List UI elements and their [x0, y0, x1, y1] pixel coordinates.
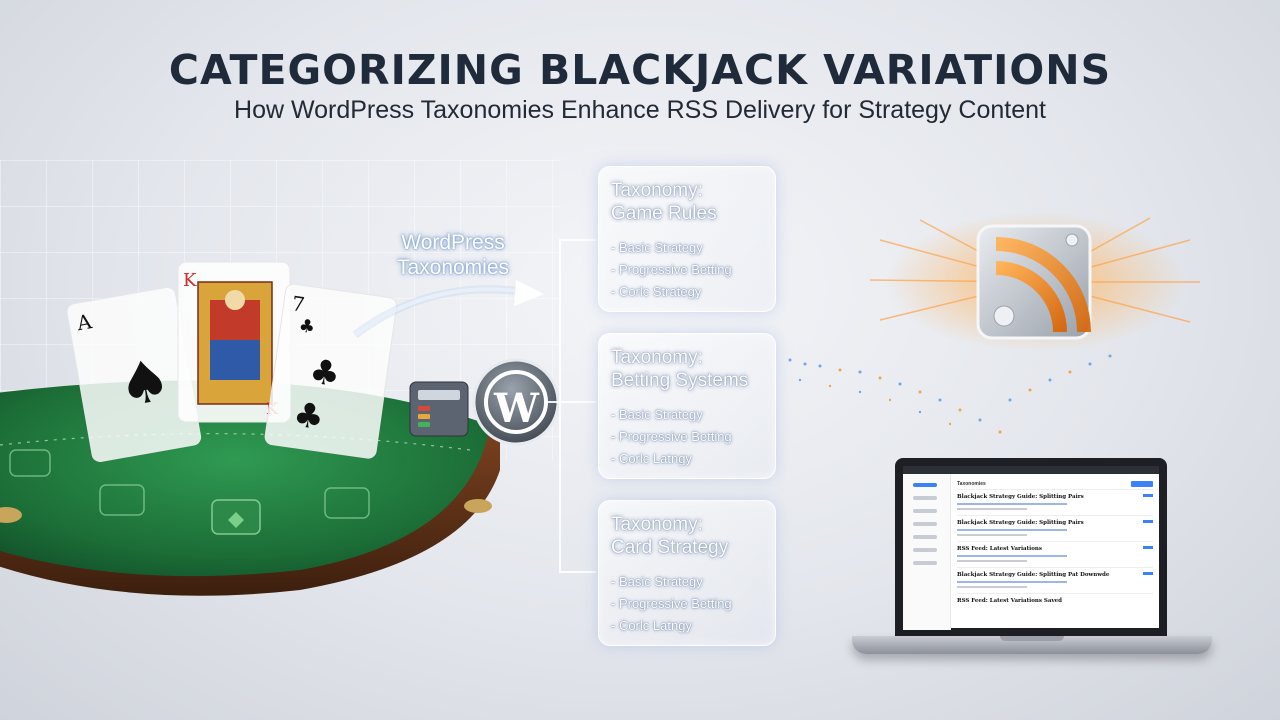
svg-text:♠: ♠: [113, 345, 176, 421]
wordpress-logo-icon: W: [472, 358, 560, 446]
sidebar-item[interactable]: [913, 509, 937, 513]
page-subtitle: How WordPress Taxonomies Enhance RSS Del…: [234, 96, 1046, 124]
taxonomy-term[interactable]: - Basic Strategy: [611, 574, 703, 589]
row-link[interactable]: [1143, 546, 1153, 549]
row-link[interactable]: [1143, 572, 1153, 575]
taxonomy-term[interactable]: - Corlc Strategy: [611, 284, 702, 299]
taxonomy-term[interactable]: - Corlc Latngy: [611, 451, 692, 466]
sidebar-item[interactable]: [913, 496, 937, 500]
taxonomy-term[interactable]: - Corlc Latngy: [611, 618, 692, 633]
feed-row[interactable]: Blackjack Strategy Guide: Splitting Pair…: [957, 516, 1153, 542]
feed-row[interactable]: Blackjack Strategy Guide: Splitting Pat …: [957, 568, 1153, 594]
sidebar-item[interactable]: [913, 522, 937, 526]
laptop-action-button[interactable]: [1131, 480, 1153, 487]
sidebar-item[interactable]: [913, 561, 937, 565]
data-stream: [788, 354, 1112, 434]
flow-arrow: [352, 280, 544, 339]
calculator-icon: [409, 381, 469, 437]
playing-card-ace-spades: A ♠: [66, 286, 202, 462]
laptop-content: Taxonomies Blackjack Strategy Guide: Spl…: [957, 478, 1153, 620]
playing-card-king-hearts: K ♥ K: [177, 261, 291, 423]
taxonomy-title: Taxonomy: Card Strategy: [611, 514, 729, 558]
taxonomy-term[interactable]: - Basic Strategy: [611, 240, 703, 255]
taxonomy-card-card-strategy[interactable]: Taxonomy: Card Strategy - Basic Strategy…: [598, 500, 776, 646]
row-link[interactable]: [1143, 520, 1153, 523]
page-title: CATEGORIZING BLACKJACK VARIATIONS: [168, 46, 1112, 94]
wordpress-taxonomies-label: WordPress Taxonomies: [396, 231, 510, 279]
svg-text:A: A: [74, 309, 94, 335]
feed-row[interactable]: Blackjack Strategy Guide: Splitting Pair…: [957, 490, 1153, 516]
taxonomy-title: Taxonomy: Game Rules: [611, 180, 717, 224]
svg-text:7: 7: [290, 291, 306, 317]
taxonomy-title: Taxonomy: Betting Systems: [611, 347, 749, 391]
taxonomy-term[interactable]: - Progressive Betting: [611, 262, 732, 277]
taxonomy-card-game-rules[interactable]: Taxonomy: Game Rules - Basic Strategy - …: [598, 166, 776, 312]
laptop-notch: [1000, 636, 1064, 641]
taxonomy-card-betting-systems[interactable]: Taxonomy: Betting Systems - Basic Strate…: [598, 333, 776, 479]
sidebar-item[interactable]: [913, 535, 937, 539]
sidebar-item[interactable]: [913, 483, 937, 487]
svg-text:♣: ♣: [307, 351, 343, 395]
laptop-admin-sidebar: [903, 474, 951, 630]
laptop-page-title: Taxonomies: [957, 480, 986, 487]
taxonomy-term[interactable]: - Progressive Betting: [611, 429, 732, 444]
playing-card-seven-clubs: 7 ♣ ♣ ♣: [264, 283, 398, 459]
laptop-browser-bar: [903, 466, 1159, 474]
rss-feed-icon: [976, 224, 1092, 340]
svg-text:♣: ♣: [297, 315, 316, 338]
laptop-base: [852, 636, 1212, 654]
feed-row[interactable]: RSS Feed: Latest Variations Saved: [957, 598, 1062, 604]
svg-text:♣: ♣: [291, 395, 327, 439]
svg-text:K: K: [183, 270, 197, 291]
svg-text:W: W: [493, 385, 540, 432]
laptop-screen: Taxonomies Blackjack Strategy Guide: Spl…: [895, 458, 1167, 636]
taxonomy-connectors: [548, 239, 596, 573]
feed-row[interactable]: RSS Feed: Latest Variations: [957, 542, 1153, 568]
taxonomy-term[interactable]: - Progressive Betting: [611, 596, 732, 611]
row-link[interactable]: [1143, 494, 1153, 497]
taxonomy-term[interactable]: - Basic Strategy: [611, 407, 703, 422]
sidebar-item[interactable]: [913, 548, 937, 552]
